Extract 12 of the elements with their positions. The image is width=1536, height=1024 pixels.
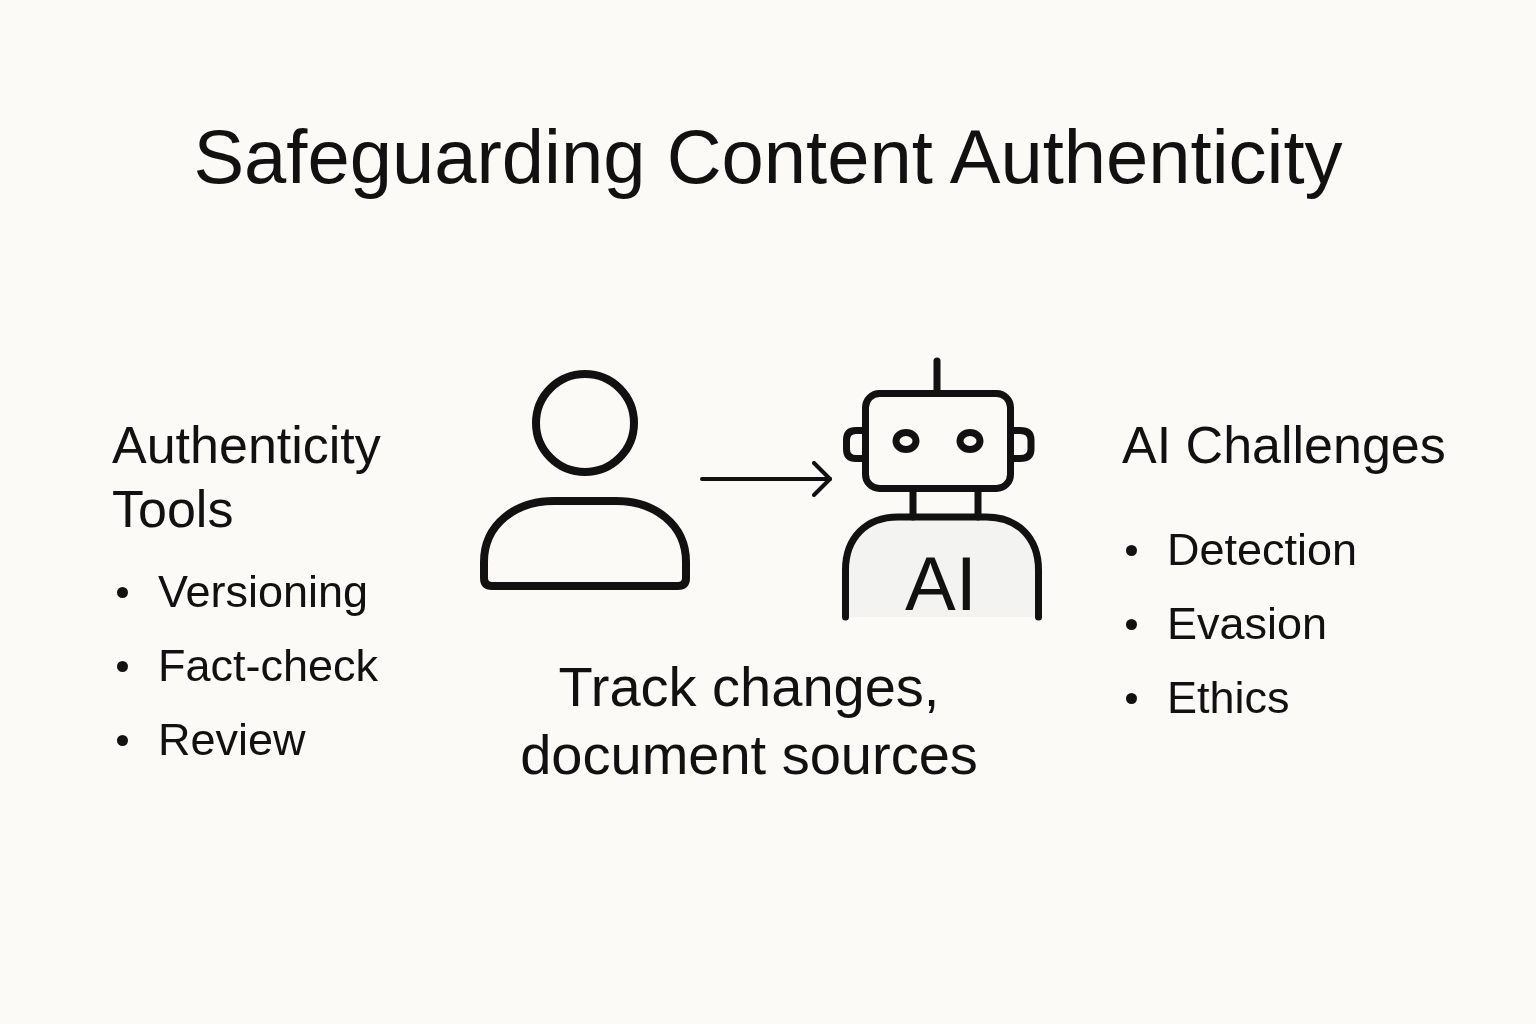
section-heading: AI Challenges	[1122, 415, 1446, 476]
diagram-title: Safeguarding Content Authenticity	[193, 113, 1343, 201]
list-item-text: Fact-check	[158, 639, 379, 693]
arrow	[700, 461, 832, 497]
section-heading: Authenticity Tools	[112, 415, 382, 540]
caption-text: Track changes, document sources	[519, 654, 979, 788]
list-item-text: Evasion	[1167, 597, 1328, 651]
list-item-text: Versioning	[158, 565, 369, 619]
robot-body-text: AI	[905, 546, 977, 622]
list-item-text: Ethics	[1167, 671, 1290, 725]
list-item-text: Detection	[1167, 523, 1358, 577]
list-item-text: Review	[158, 713, 306, 767]
